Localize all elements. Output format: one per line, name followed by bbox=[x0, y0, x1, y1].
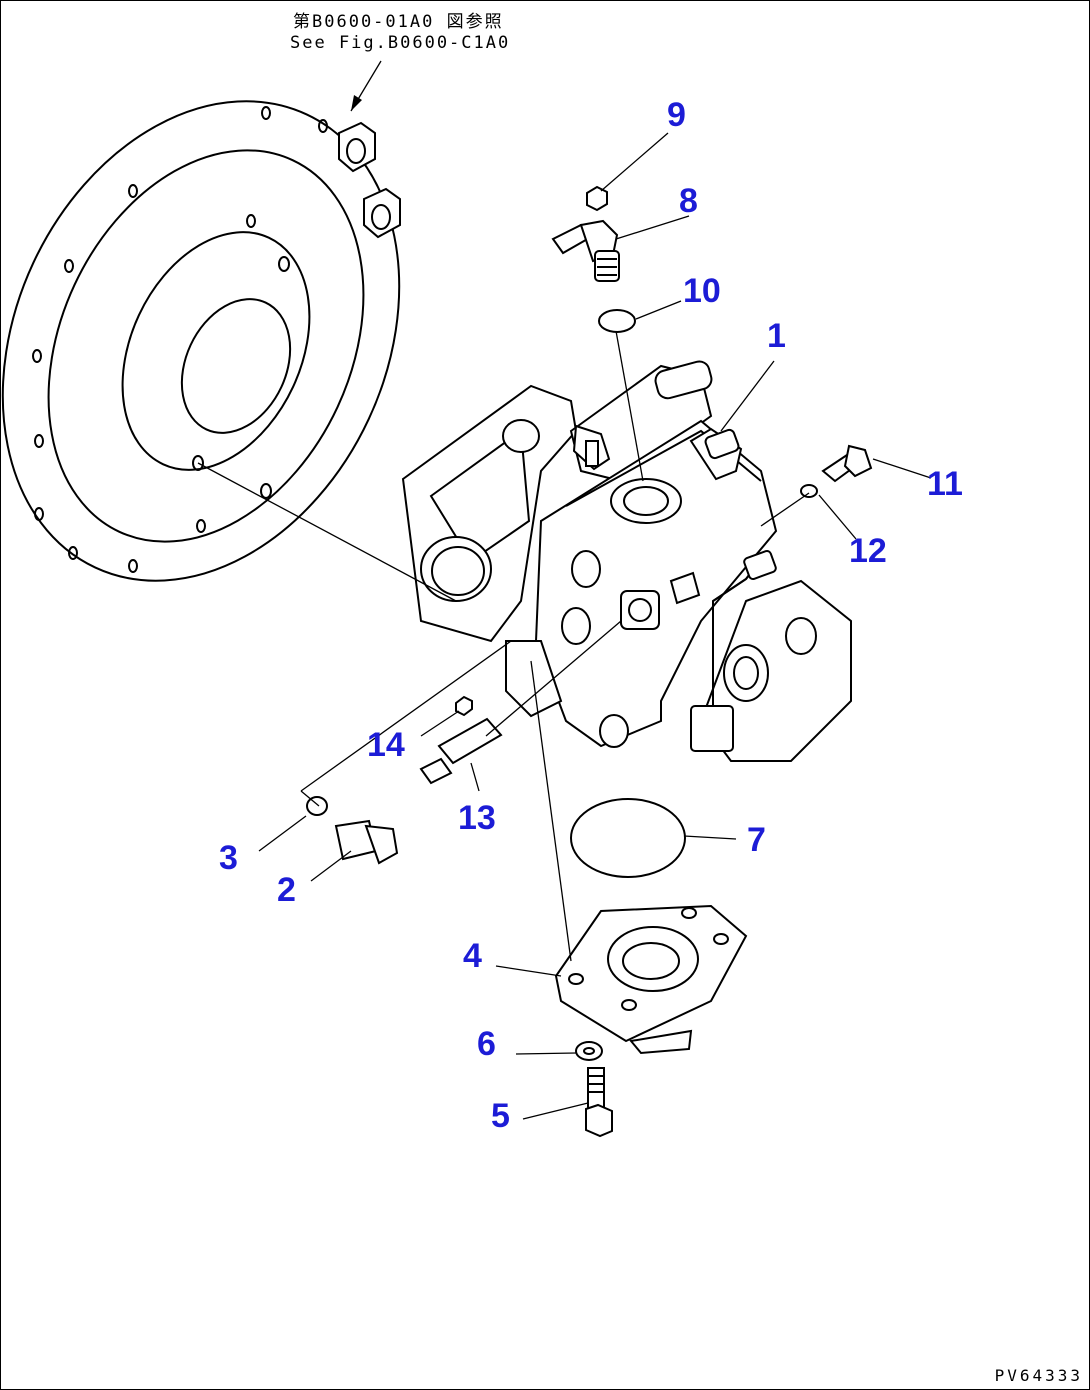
part-9-plug bbox=[586, 185, 608, 212]
leader-lines bbox=[197, 60, 932, 1120]
part-6-washer bbox=[575, 1041, 603, 1061]
drawing-code: PV64333 bbox=[994, 1366, 1083, 1385]
part-11-elbow bbox=[821, 444, 873, 483]
callout-13: 13 bbox=[458, 799, 496, 837]
callout-11: 11 bbox=[927, 465, 963, 503]
flywheel-housing bbox=[1, 100, 401, 582]
callout-14: 14 bbox=[367, 726, 405, 764]
part-8-elbow bbox=[551, 219, 620, 282]
pump-assembly bbox=[401, 360, 852, 762]
callout-12: 12 bbox=[849, 532, 887, 570]
part-4-flange bbox=[554, 904, 748, 1055]
part-12-oring bbox=[800, 484, 818, 498]
reference-note-japanese: 第B0600-01A0 図参照 bbox=[293, 12, 504, 32]
callout-8: 8 bbox=[679, 182, 698, 220]
callout-5: 5 bbox=[491, 1097, 510, 1135]
callout-10: 10 bbox=[683, 272, 721, 310]
part-13-connector bbox=[419, 717, 503, 785]
callout-3: 3 bbox=[219, 839, 238, 877]
part-14-plug bbox=[455, 695, 473, 717]
part-3-washer bbox=[306, 796, 328, 816]
part-2-bolt bbox=[334, 819, 399, 865]
part-7-oring bbox=[570, 798, 686, 878]
callout-4: 4 bbox=[463, 937, 482, 975]
part-10-oring bbox=[598, 309, 636, 333]
callout-7: 7 bbox=[747, 821, 766, 859]
reference-note-english: See Fig.B0600-C1A0 bbox=[290, 33, 511, 53]
callout-2: 2 bbox=[277, 871, 296, 909]
callout-9: 9 bbox=[667, 96, 686, 134]
part-5-bolt bbox=[585, 1067, 613, 1138]
callout-6: 6 bbox=[477, 1025, 496, 1063]
callout-1: 1 bbox=[767, 317, 786, 355]
